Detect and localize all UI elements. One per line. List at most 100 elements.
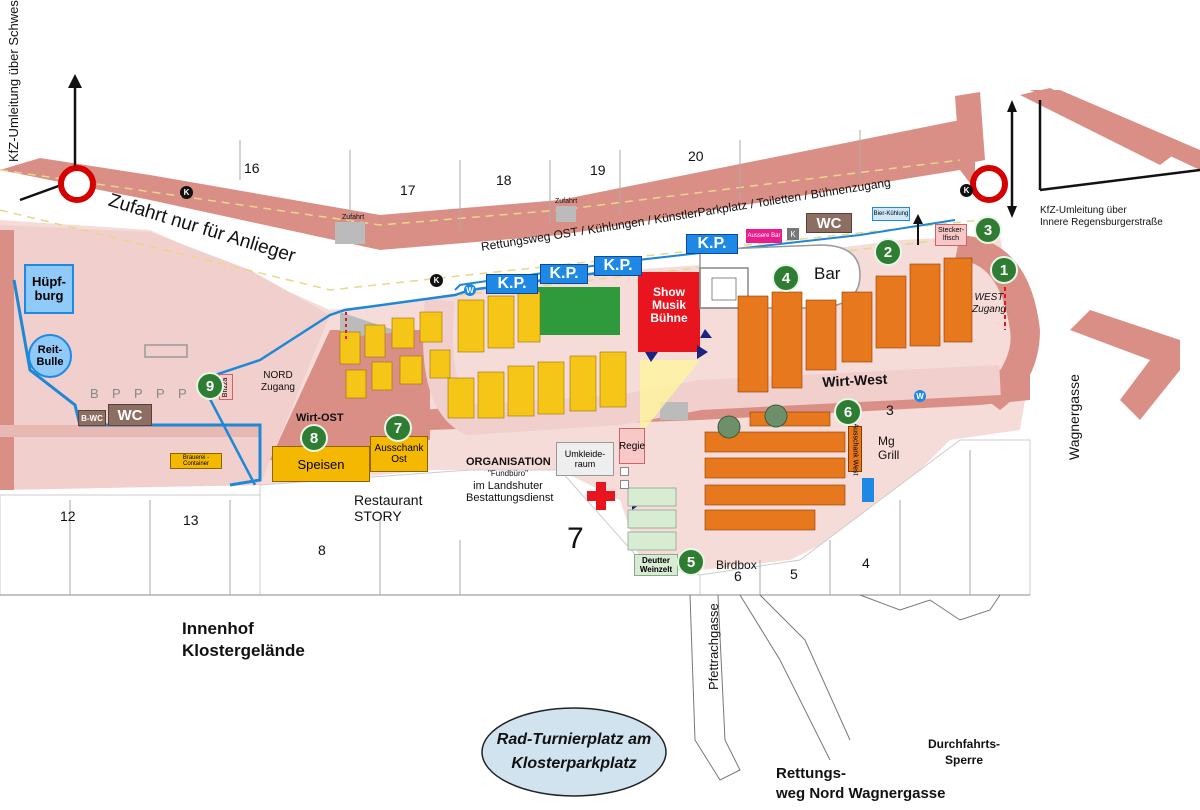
parking-p-4: P <box>178 386 187 401</box>
gate-zufahrt-mid <box>556 206 576 222</box>
street-right-chevron-top <box>1020 88 1180 165</box>
marker-2: 2 <box>874 238 902 266</box>
show-stage-box <box>638 272 700 352</box>
marker-7: 7 <box>384 414 412 442</box>
k-box-top: K <box>787 228 799 240</box>
yellow-benches <box>339 291 627 419</box>
parking-p-2: P <box>134 386 143 401</box>
nord-zugang-label: NORD Zugang <box>258 370 298 394</box>
detour-arrowhead-right <box>1007 100 1017 112</box>
show-stage-text: Show Musik Bühne <box>650 284 688 325</box>
deutter-weinzelt-label: Deutter Weinzelt <box>639 556 673 574</box>
show-stage-label: Show Musik Bühne <box>638 274 700 336</box>
bwc-box: B-WC <box>78 410 106 426</box>
organisation-title: ORGANISATION <box>466 456 551 468</box>
left-table-outline <box>144 344 188 358</box>
wirt-ost-label: Wirt-OST <box>296 412 344 424</box>
k-box-top-label: K <box>790 229 796 239</box>
right-bottom-building <box>859 594 1001 621</box>
ausschank-ost-label: Ausschank Ost <box>374 443 424 465</box>
kp-box-3: K.P. <box>594 256 642 276</box>
k-marker-top-2: K <box>960 184 973 197</box>
k-marker-top: K <box>180 186 193 199</box>
rad-turnier-line1: Rad-Turnierplatz am <box>496 731 652 748</box>
street-right-vertical <box>955 92 985 165</box>
rad-turnier-label: Rad-Turnierplatz am Klosterparkplatz <box>486 728 662 776</box>
durchfahrts-line2: Sperre <box>944 753 984 767</box>
bar-square-inner <box>711 277 737 301</box>
building-outlines <box>69 130 971 595</box>
house-number-17: 17 <box>400 182 416 198</box>
regie-box: Regie <box>619 428 645 464</box>
stage-arrow-1 <box>645 352 658 362</box>
orange-benches <box>704 257 973 531</box>
street-label-zufahrt-small-2: Zufahrt <box>555 198 578 205</box>
kp-box-1: K.P. <box>486 274 538 294</box>
mg-grill-text: Mg Grill <box>878 434 900 462</box>
first-aid-cross <box>587 482 615 510</box>
rettungsweg-nord-label: Rettungs- weg Nord Wagnergasse <box>776 764 945 804</box>
rettungsweg-nord-street <box>739 594 831 761</box>
house-number-20: 20 <box>688 148 704 164</box>
klostergelaende-text: Klostergelände <box>182 641 305 660</box>
wc-left-box: WC <box>108 404 152 426</box>
house-number-4: 4 <box>862 555 870 571</box>
house-number-5: 5 <box>790 566 798 582</box>
stage-arrow-3 <box>700 329 712 338</box>
brauerei-container-label: Brauerei - Container <box>182 455 210 467</box>
mg-grill-label: Mg Grill <box>878 434 912 462</box>
bar-square <box>699 267 749 309</box>
detour-label-right: KfZ-Umleitung über Innere Regensburgerst… <box>1040 205 1163 229</box>
street-right-curve <box>955 235 1040 410</box>
detour-label-left: KfZ-Umleitung über Schwesterngasse <box>6 0 21 162</box>
gate-wirt-west <box>660 402 688 420</box>
green-area <box>538 287 620 335</box>
steckerlfisch-box: Stecker-lfisch <box>935 224 967 246</box>
house-number-3: 3 <box>886 402 894 418</box>
bier-kuehlung-box: Bier-Kühlung <box>872 207 910 221</box>
detour-right-line2: Innere Regensburgerstraße <box>1040 217 1163 228</box>
regie-label: Regie <box>618 440 646 452</box>
street-left-bottom-strip <box>0 425 260 437</box>
marker-5: 5 <box>677 548 705 576</box>
parking-b-1: B <box>90 386 99 401</box>
brauerei-container-box: Brauerei - Container <box>170 453 222 469</box>
gate-zufahrt-left <box>335 222 365 244</box>
steckerlfisch-label: Stecker-lfisch <box>937 227 965 242</box>
marker-6: 6 <box>834 398 862 426</box>
durchfahrts-line1: Durchfahrts- <box>927 737 1000 751</box>
house-number-7: 7 <box>567 522 584 555</box>
house-number-12: 12 <box>60 508 76 524</box>
reitbulle-label: Reit-Bulle <box>36 344 64 368</box>
marker-4: 4 <box>772 264 800 292</box>
kp-box-4: K.P. <box>686 234 738 254</box>
huepfburg-label: Hüpf-burg <box>32 274 66 303</box>
detour-arrowhead-left <box>68 74 82 88</box>
street-upper-band <box>0 120 975 250</box>
k-marker-left: K <box>430 274 443 287</box>
organisation-bestattung: Bestattungsdienst <box>466 492 554 504</box>
parking-p-1: P <box>112 386 121 401</box>
building-top-row <box>40 30 1000 140</box>
organisation-block: ORGANISATION "Fundbüro" im Landshuter Be… <box>466 456 554 504</box>
ausschank-west-blue-box <box>862 478 874 502</box>
parking-p-3: P <box>156 386 165 401</box>
organisation-landshuter: im Landshuter <box>473 480 543 492</box>
reitbulle-box: Reit-Bulle <box>28 334 72 378</box>
no-entry-sign-right <box>970 165 1008 203</box>
marker-1: 1 <box>990 256 1018 284</box>
detour-right-line1: KfZ-Umleitung über <box>1040 205 1127 216</box>
wc-top-box: WC <box>806 213 852 233</box>
rettungsweg-nord-line2: weg Nord Wagnergasse <box>776 785 946 802</box>
stage-arrow-2 <box>697 345 708 359</box>
buildings-lower-left <box>0 494 261 596</box>
aussenbar-box: Aussere Bar <box>746 229 782 243</box>
rad-turnier-ellipse <box>481 707 667 797</box>
pfettrach-street <box>689 594 741 781</box>
restaurant-story-label: Restaurant STORY <box>354 492 434 524</box>
street-label-zufahrt-small-1: Zufahrt <box>342 214 365 221</box>
aussenbar-label: Aussere Bar <box>747 233 781 239</box>
rad-turnier-line2: Klosterparkplatz <box>511 755 637 772</box>
regie-small-1 <box>620 467 629 476</box>
